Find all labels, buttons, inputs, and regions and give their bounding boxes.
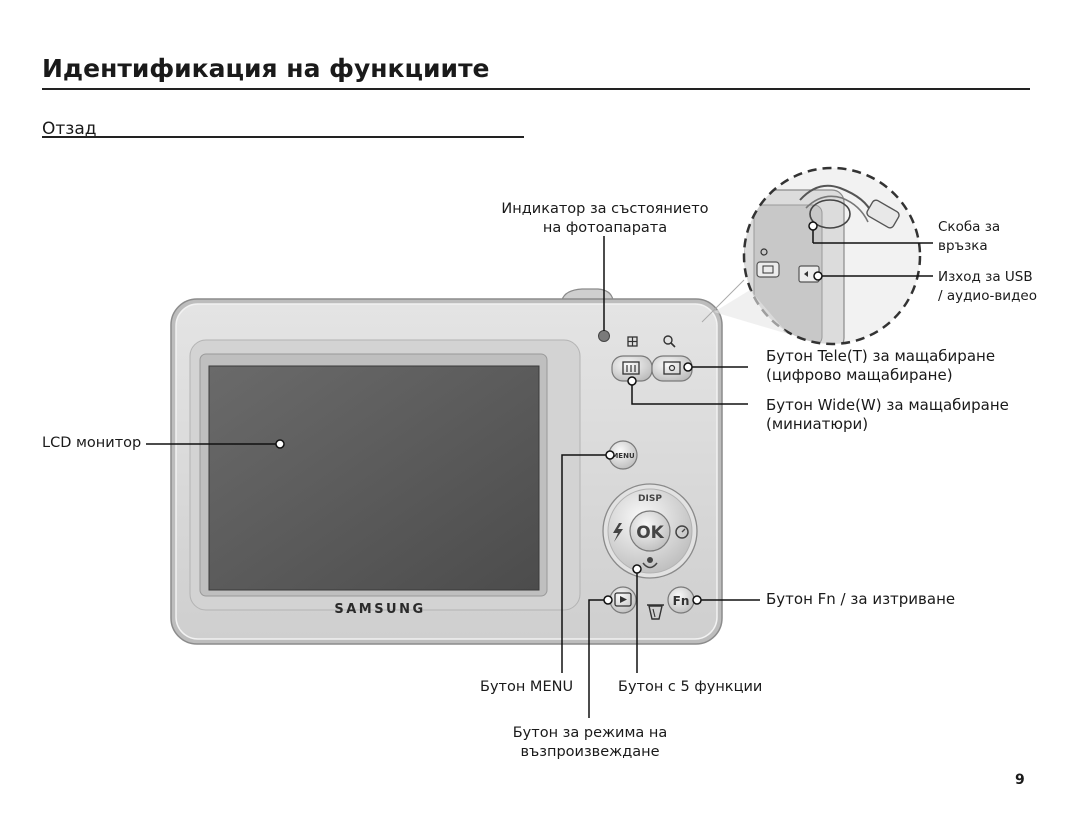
lcd-label: LCD монитор: [42, 435, 142, 451]
page-title: Идентификация на функциите: [42, 54, 490, 83]
section-subtitle: Отзад: [42, 119, 97, 139]
detail-inset: [701, 166, 922, 346]
fn-button-text: Fn: [673, 594, 690, 608]
wide-button-label: Бутон Wide(W) за мащабиране (миниатюри): [766, 396, 1009, 434]
thumbnail-icon: [627, 336, 638, 347]
wide-button-label-line1: Бутон Wide(W) за мащабиране: [766, 396, 1009, 414]
five-function-label: Бутон с 5 функции: [618, 679, 763, 695]
tele-button-label: Бутон Tele(T) за мащабиране (цифрово мащ…: [766, 347, 995, 385]
leader-dots: [275, 221, 823, 605]
subtitle-rule: [42, 136, 524, 138]
flash-icon: [613, 523, 623, 542]
tele-button-label-line1: Бутон Tele(T) за мащабиране: [766, 347, 996, 365]
leader-lines: [146, 236, 933, 718]
zoom-wide-button: [611, 355, 653, 382]
playback-button: [609, 586, 637, 614]
usb-label-line1: Изход за USB: [938, 269, 1033, 285]
playback-button-label: Бутон за режима на възпроизвеждане: [480, 724, 700, 762]
wide-button-label-line2: (миниатюри): [766, 415, 869, 433]
self-timer-icon: [675, 525, 689, 539]
trash-icon: [647, 604, 664, 620]
tele-button-label-line2: (цифрово мащабиране): [766, 366, 953, 384]
page-number: 9: [1015, 772, 1025, 788]
strap-label-line1: Скоба за: [938, 219, 1001, 235]
fn-button-label: Бутон Fn / за изтриване: [766, 590, 956, 608]
fn-button: Fn: [667, 586, 695, 614]
samsung-logo: SAMSUNG: [334, 602, 425, 617]
ok-button-text: OK: [636, 523, 664, 543]
status-led: [598, 330, 610, 342]
playback-label-line2: възпроизвеждане: [520, 744, 660, 760]
menu-button-text: MENU: [611, 452, 635, 460]
title-rule: [42, 88, 1030, 90]
strap-label: Скоба за връзка: [938, 218, 1000, 256]
strap-label-line2: връзка: [938, 238, 988, 254]
playback-label-line1: Бутон за режима на: [512, 725, 668, 741]
status-indicator-label-line2: на фотоапарата: [542, 220, 668, 236]
usb-label: Изход за USB / аудио-видео: [938, 268, 1037, 306]
status-indicator-label: Индикатор за състоянието на фотоапарата: [480, 200, 730, 238]
shutter-button: [561, 288, 614, 301]
usb-label-line2: / аудио-видео: [938, 288, 1037, 304]
menu-button-label: Бутон MENU: [480, 679, 574, 695]
disp-label: DISP: [638, 494, 662, 504]
five-function-button: OK DISP: [602, 483, 698, 579]
lcd-screen: [208, 365, 540, 591]
status-indicator-label-line1: Индикатор за състоянието: [501, 201, 709, 217]
zoom-tele-button: [651, 355, 693, 382]
macro-icon: [642, 557, 658, 569]
magnifier-icon: [663, 335, 676, 348]
